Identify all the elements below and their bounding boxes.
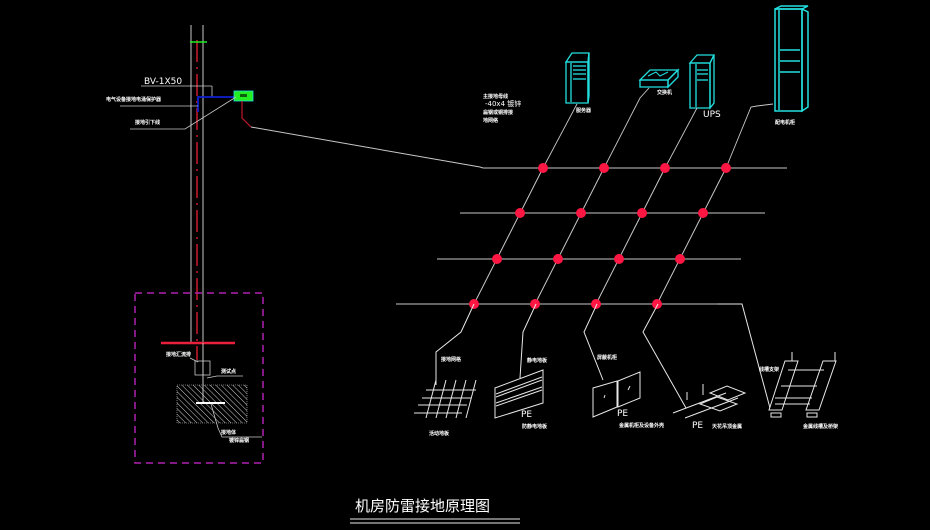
grounding-grid	[396, 163, 787, 309]
grid-note: 主接地母线 -40x4 镀锌 扁钢或铜排接 地网络	[482, 93, 521, 124]
bond-point-dot	[652, 299, 662, 309]
bond-point-dot	[637, 208, 647, 218]
grid-diagonal-conductor	[534, 167, 605, 305]
switch-label: 交换机	[657, 89, 672, 96]
mesh-tag: 接地网格	[440, 356, 462, 363]
panel-tag: 静电地板	[527, 357, 548, 364]
bond-point-dot	[675, 254, 685, 264]
equipment-switch	[638, 68, 680, 89]
item-double-panel	[583, 303, 641, 418]
surge-protector-callout: 电气设备接地电涌保护器	[106, 96, 198, 107]
cable-spec-callout: BV-1X50	[141, 77, 213, 97]
ups-label: UPS	[703, 110, 721, 120]
bond-point-dot	[698, 208, 708, 218]
down-conductor-pole	[190, 25, 207, 360]
panel-pe-label: PE	[521, 410, 532, 420]
grid-note-line: -40x4 镀锌	[485, 99, 521, 108]
tray-label: 金属线槽及桥架	[802, 423, 838, 430]
bond-point-dot	[599, 163, 609, 173]
equipment-ups	[688, 54, 716, 110]
bond-point-dot	[538, 163, 548, 173]
bond-point-dot	[591, 299, 601, 309]
grounding-zone: 接地汇流排 测试点 接地体 镀锌扁钢	[134, 292, 264, 464]
server-rack-label: 服务器	[576, 107, 592, 114]
bond-point-dot	[553, 254, 563, 264]
bond-point-dot	[515, 208, 525, 218]
grid-note-line: 地网络	[483, 117, 498, 124]
bond-point-dot	[530, 299, 540, 309]
surge-protector-connection	[197, 90, 484, 169]
equipment-cabinet	[774, 5, 809, 113]
double-panel-pe-label: PE	[617, 409, 628, 419]
grid-note-line: 主接地母线	[483, 93, 508, 100]
bond-point-dot	[721, 163, 731, 173]
tray-tag: 线槽支架	[759, 366, 779, 373]
bond-point-dot	[660, 163, 670, 173]
equipment-server-rack	[564, 52, 590, 104]
grid-diagonal-conductor	[656, 167, 727, 305]
double-panel-tag: 屏蔽机柜	[596, 354, 617, 361]
cabinet-label: 配电机柜	[775, 119, 795, 126]
diagram-title: 机房防雷接地原理图	[355, 497, 490, 515]
grid-diagonal-conductor	[473, 167, 544, 305]
bond-point-dot	[492, 254, 502, 264]
ground-body-spec-label: 镀锌扁钢	[229, 437, 249, 444]
diagram-title-block: 机房防雷接地原理图	[350, 497, 520, 524]
ground-bus-label: 接地汇流排	[165, 351, 191, 358]
ground-body-label: 接地体	[220, 429, 237, 436]
bond-point-dot	[614, 254, 624, 264]
test-point-label: 测试点	[221, 368, 236, 375]
item-panel	[494, 303, 544, 419]
ground-wire-callout: 接地引下线	[130, 96, 237, 130]
grid-diagonal-conductor	[595, 167, 666, 305]
item-ceiling	[642, 303, 747, 419]
double-panel-label: 金属机柜及设备外壳	[618, 422, 664, 429]
bond-point-dot	[576, 208, 586, 218]
mesh-label: 活动地板	[429, 430, 450, 437]
item-mesh	[414, 303, 477, 419]
equipment-leaders	[542, 87, 774, 169]
ground-wire-label: 接地引下线	[134, 119, 160, 126]
cable-spec-label: BV-1X50	[144, 77, 182, 87]
surge-protector-label: 电气设备接地电涌保护器	[106, 96, 162, 103]
grid-note-line: 扁钢或铜排接	[482, 109, 513, 116]
item-tray	[718, 303, 837, 418]
ceiling-label: 天花吊顶金属	[712, 423, 742, 430]
ceiling-pe-label: PE	[692, 421, 703, 431]
panel-label: 防静电地板	[522, 423, 548, 430]
